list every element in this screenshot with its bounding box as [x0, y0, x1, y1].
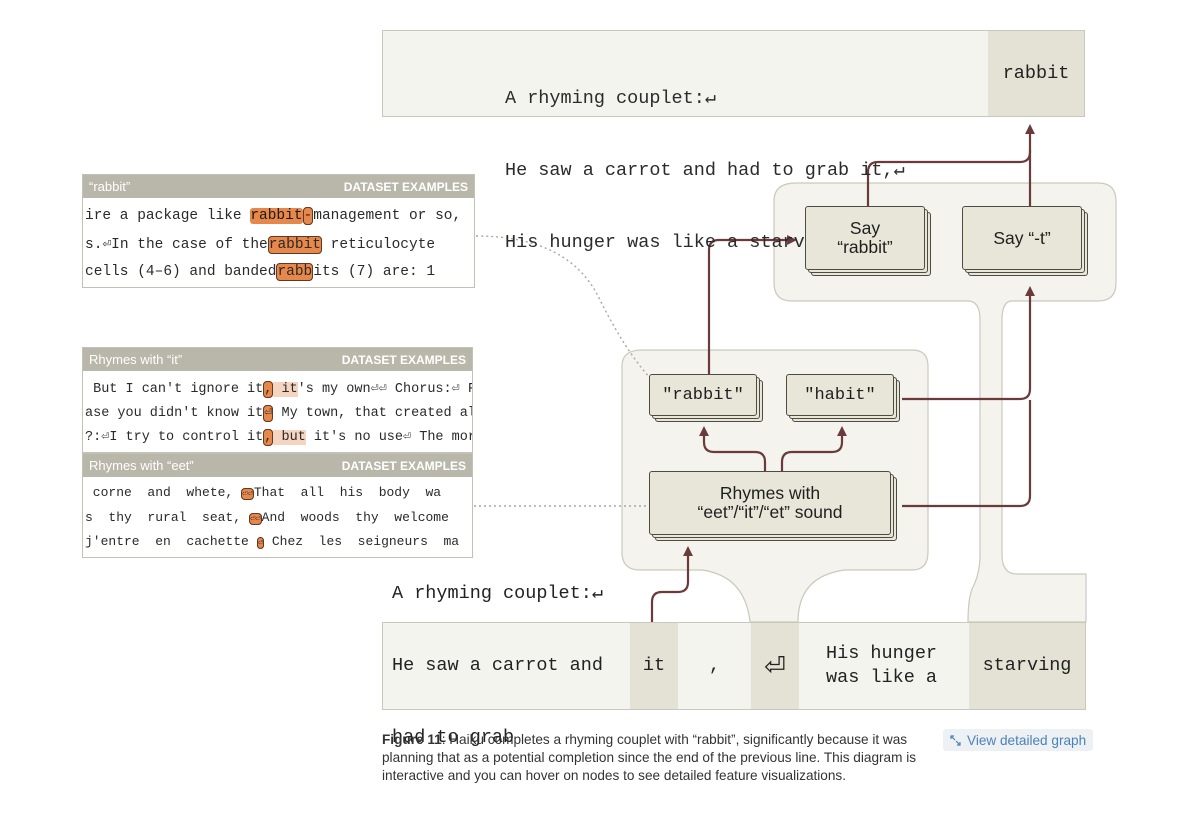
- example-pre: s.⏎In the case of the: [85, 237, 268, 253]
- panel-label: DATASET EXAMPLES: [341, 458, 466, 473]
- node-label: Rhymes with “eet”/“it”/“et” sound: [649, 471, 891, 535]
- example-pre: ?:⏎I try to control it: [85, 430, 264, 445]
- example-post: And woods thy welcome: [261, 510, 449, 525]
- example-post: its (7) are: 1: [313, 264, 436, 280]
- figure-label: Figure 11: [382, 732, 442, 747]
- input-prefix-line: had to grab: [392, 727, 515, 748]
- example-row: ire a package like rabbit-management or …: [85, 207, 462, 225]
- node-say-t[interactable]: Say “-t”: [962, 206, 1090, 278]
- example-row: s.⏎In the case of therabbit reticulocyte: [85, 236, 436, 254]
- input-token-bar: A rhyming couplet:↵ He saw a carrot and …: [382, 583, 1086, 748]
- arrow-rhymes-to-habit: [780, 426, 847, 472]
- expand-icon: [950, 734, 961, 746]
- node-label: Say “-t”: [962, 206, 1082, 270]
- example-highlight-strong: -: [302, 207, 314, 225]
- node-label: "rabbit": [649, 374, 757, 416]
- rabbit-dataset-panel[interactable]: “rabbit” DATASET EXAMPLES ire a package …: [82, 174, 475, 288]
- input-prefix: A rhyming couplet:↵ He saw a carrot and …: [383, 583, 630, 748]
- example-pre: corne and whete,: [85, 485, 242, 500]
- example-highlight-strong: ,: [263, 381, 274, 398]
- example-row: ?:⏎I try to control it, but it's no use⏎…: [85, 428, 473, 446]
- view-detailed-graph-label: View detailed graph: [967, 732, 1087, 748]
- input-token-starving[interactable]: starving: [969, 623, 1085, 709]
- output-box: A rhyming couplet:↵ He saw a carrot and …: [382, 30, 1085, 253]
- arrow-it-to-rhymes: [650, 546, 693, 622]
- example-post: Chez les seigneurs ma: [264, 534, 460, 549]
- input-token-comma[interactable]: ,: [678, 623, 751, 709]
- example-post: 's my own⏎⏎ Chorus:⏎ F: [297, 382, 473, 397]
- predicted-token[interactable]: rabbit: [988, 31, 1084, 116]
- example-post: reticulocyte: [321, 237, 436, 253]
- node-say-rabbit[interactable]: Say “rabbit”: [805, 206, 933, 278]
- example-highlight-strong: ⏎⏎: [241, 488, 254, 500]
- panel-title: Rhymes with “it”: [89, 352, 183, 367]
- panel-header: “rabbit” DATASET EXAMPLES: [83, 175, 474, 198]
- example-pre: But I can't ignore it: [85, 382, 264, 397]
- panel-title: Rhymes with “eet”: [89, 458, 194, 473]
- example-highlight-strong: ⏎⏎: [248, 513, 262, 525]
- example-post: it's no use⏎ The mor: [305, 430, 473, 445]
- node-habit[interactable]: "habit": [786, 374, 902, 424]
- example-post: management or so,: [313, 208, 462, 224]
- example-row: But I can't ignore it, it's my own⏎⏎ Cho…: [85, 380, 473, 398]
- example-highlight-light: it: [273, 382, 298, 397]
- arrow-rabbit-to-say-rabbit: [707, 235, 797, 375]
- example-highlight-strong: ⏎: [263, 405, 274, 422]
- example-row: j'entre en cachette ⏎ Chez les seigneurs…: [85, 534, 459, 549]
- figure-caption: Figure 11: Haiku completes a rhyming cou…: [382, 731, 922, 785]
- input-token-his-hunger[interactable]: His hunger was like a: [799, 623, 969, 709]
- example-row: cells (4–6) and bandedrabbits (7) are: 1: [85, 263, 436, 281]
- arrow-rhymes-to-rabbit: [699, 426, 767, 472]
- rabbit-panel-connector: [475, 235, 651, 379]
- example-highlight-strong: ,: [263, 429, 274, 446]
- example-pre: ire a package like: [85, 208, 251, 224]
- input-prefix-line: He saw a carrot and: [392, 655, 603, 676]
- example-post: That all his body wa: [253, 485, 442, 500]
- panel-title: “rabbit”: [89, 179, 131, 194]
- panel-label: DATASET EXAMPLES: [341, 352, 466, 367]
- input-token-it[interactable]: it: [630, 623, 678, 709]
- example-post: My town, that created all: [273, 406, 473, 421]
- example-row: s thy rural seat, ⏎⏎And woods thy welcom…: [85, 510, 449, 525]
- rhymes-eet-dataset-panel[interactable]: Rhymes with “eet” DATASET EXAMPLES corne…: [82, 453, 473, 558]
- example-highlight: rabbit: [250, 208, 303, 224]
- panel-header: Rhymes with “eet” DATASET EXAMPLES: [83, 454, 472, 477]
- graph-arrows: [650, 124, 1035, 622]
- panel-header: Rhymes with “it” DATASET EXAMPLES: [83, 348, 472, 371]
- example-row: ase you didn't know it⏎ My town, that cr…: [85, 404, 473, 422]
- example-row: corne and whete, ⏎⏎That all his body wa: [85, 485, 441, 500]
- example-highlight-light: but: [273, 430, 306, 445]
- example-highlight-strong: rabb: [276, 263, 314, 281]
- panel-label: DATASET EXAMPLES: [343, 179, 468, 194]
- view-detailed-graph-button[interactable]: View detailed graph: [943, 729, 1094, 751]
- output-prompt-line: He saw a carrot and had to grab it,↵: [505, 160, 905, 181]
- arrow-habit-to-say-t: [902, 286, 1035, 401]
- arrow-rhymes-to-say-t: [902, 400, 1032, 508]
- node-rabbit[interactable]: "rabbit": [649, 374, 765, 424]
- input-prefix-line: A rhyming couplet:↵: [392, 583, 603, 604]
- node-rhymes[interactable]: Rhymes with “eet”/“it”/“et” sound: [649, 471, 901, 543]
- example-pre: s thy rural seat,: [85, 510, 249, 525]
- figure-caption-text: : Haiku completes a rhyming couplet with…: [382, 732, 917, 783]
- example-pre: cells (4–6) and banded: [85, 264, 277, 280]
- node-label: "habit": [786, 374, 894, 416]
- input-token-newline[interactable]: ⏎: [751, 623, 799, 709]
- rhymes-it-dataset-panel[interactable]: Rhymes with “it” DATASET EXAMPLES But I …: [82, 347, 473, 453]
- node-label: Say “rabbit”: [805, 206, 925, 270]
- output-prompt-line: A rhyming couplet:↵: [505, 88, 716, 109]
- example-highlight-strong: ⏎: [256, 537, 265, 549]
- example-pre: j'entre en cachette: [85, 534, 257, 549]
- example-pre: ase you didn't know it: [85, 406, 264, 421]
- example-highlight-strong: rabbit: [267, 236, 322, 254]
